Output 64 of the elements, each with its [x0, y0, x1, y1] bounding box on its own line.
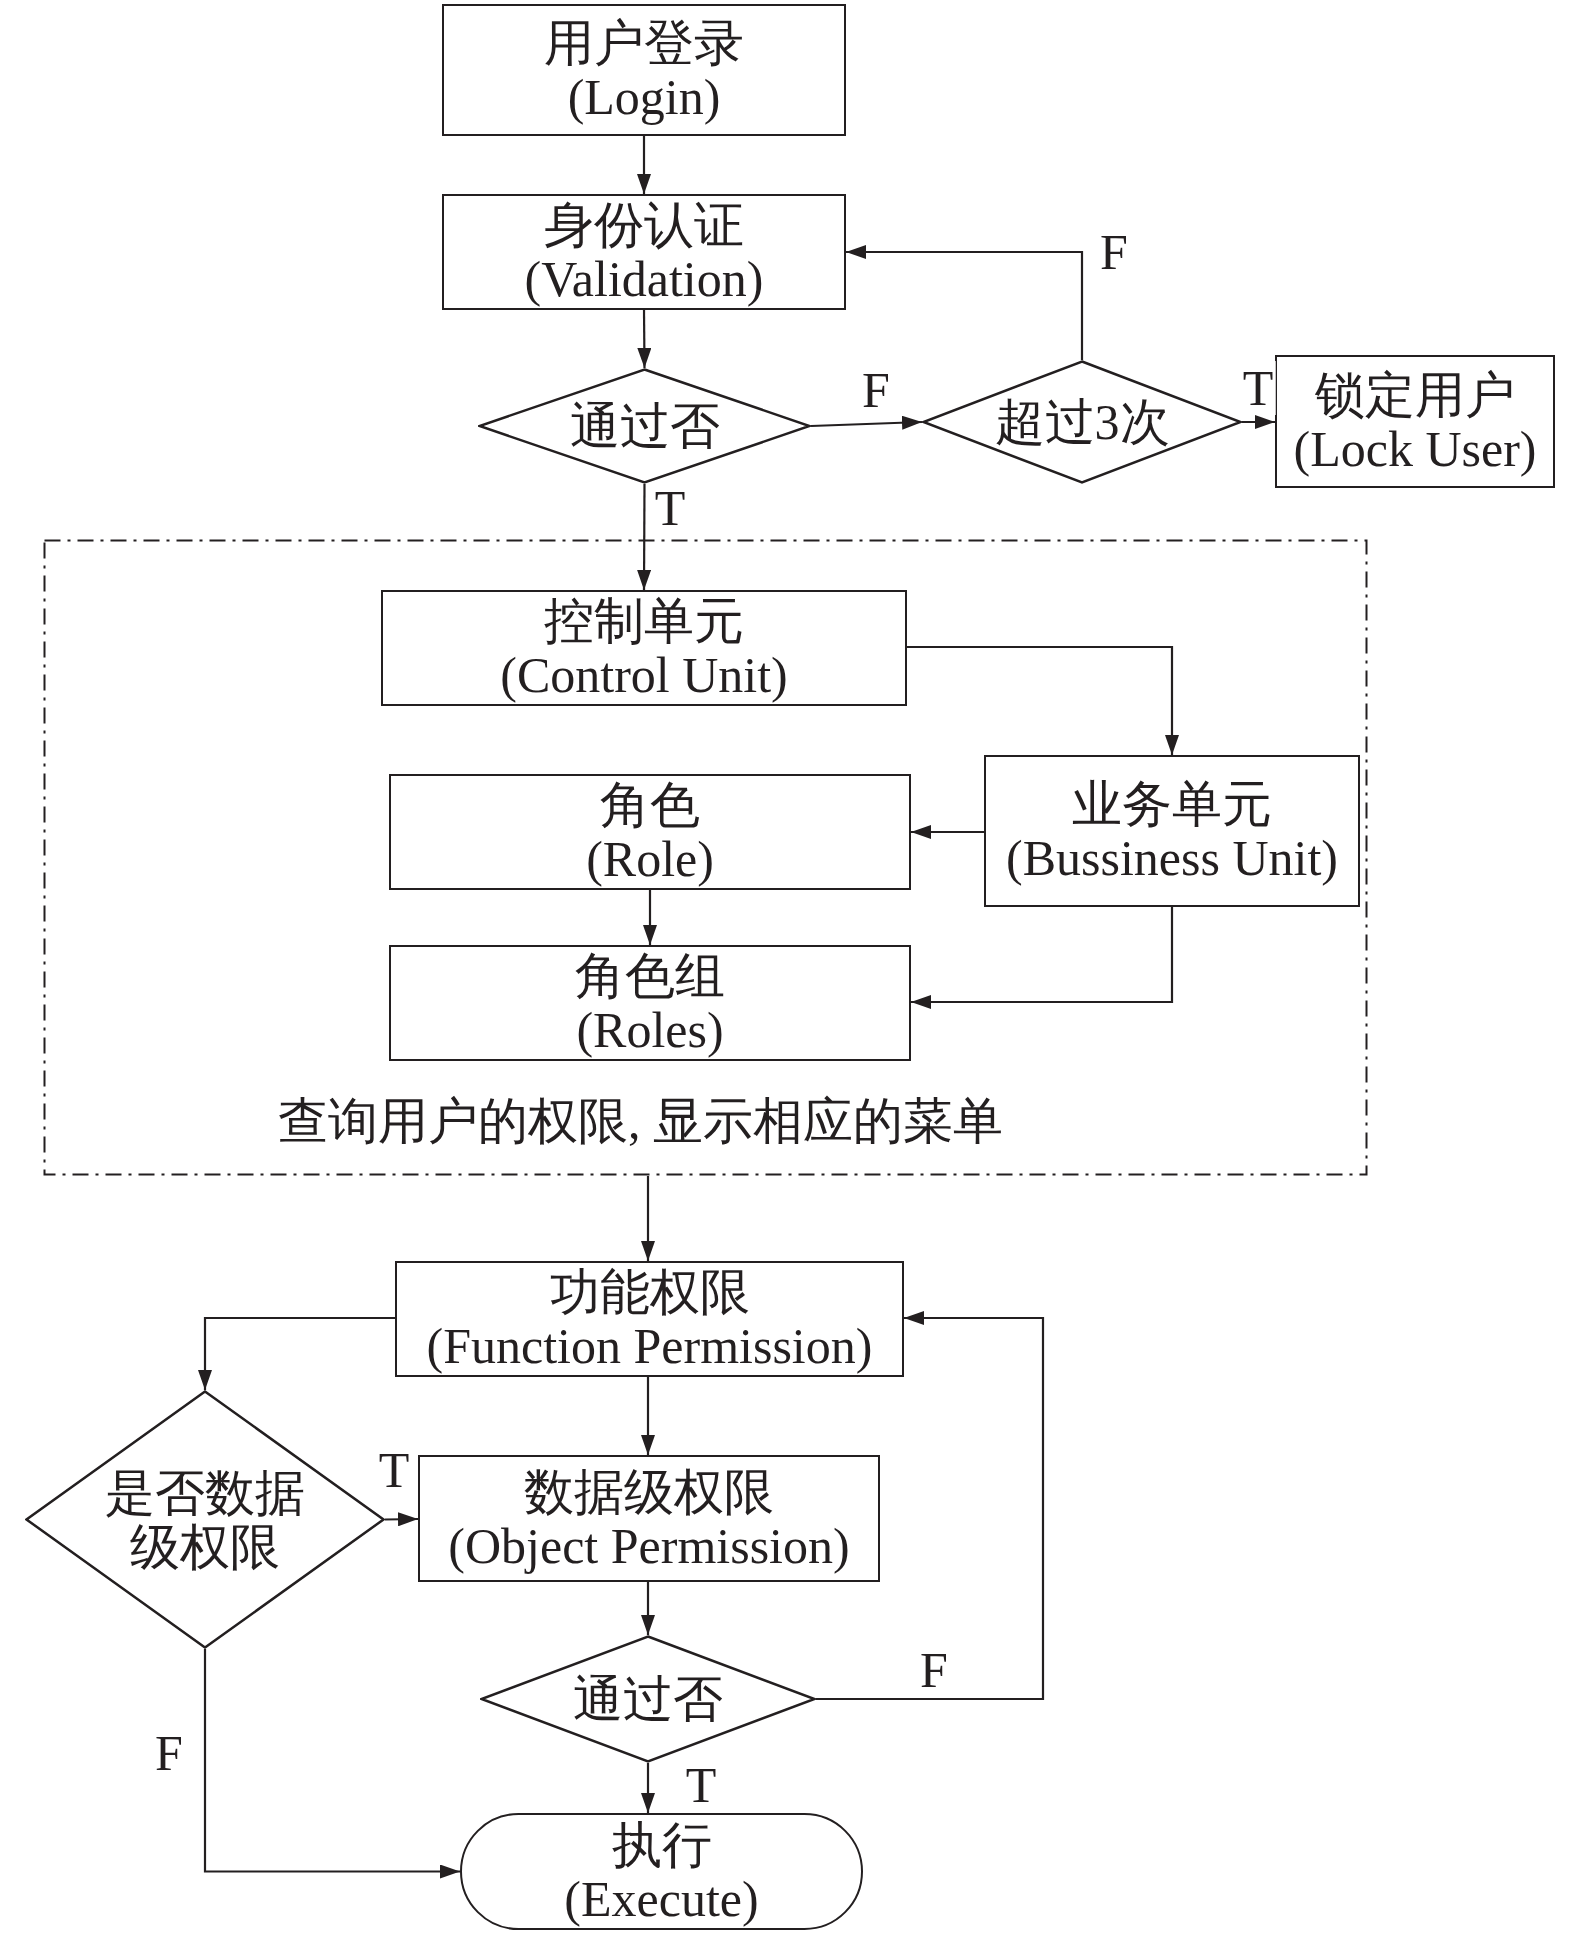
- edge-label: F: [920, 1643, 948, 1697]
- decision-diamond: [922, 360, 1242, 484]
- process-box: [418, 1455, 880, 1582]
- decision-text: 通过否: [569, 399, 720, 453]
- process-box: [395, 1261, 904, 1377]
- step-title: 业务单元: [1072, 777, 1272, 831]
- step-title: 角色: [600, 778, 700, 832]
- flow-arrow: [637, 484, 652, 590]
- edge-label: F: [1100, 225, 1128, 279]
- process-box: [381, 590, 907, 706]
- process-box: [984, 755, 1360, 907]
- flow-arrow: [198, 1316, 395, 1390]
- step-title: 执行: [611, 1817, 712, 1872]
- edge-label: F: [155, 1726, 183, 1780]
- flow-arrow: [641, 1763, 655, 1813]
- flow-arrow: [810, 415, 923, 430]
- step-subtitle: (Roles): [576, 1003, 724, 1057]
- flow-arrow: [907, 645, 1179, 755]
- step-title: 控制单元: [544, 594, 744, 648]
- step-title: 角色组: [575, 949, 725, 1003]
- region-caption: 查询用户的权限, 显示相应的菜单: [278, 1094, 1003, 1148]
- flow-arrow: [637, 136, 651, 194]
- process-box: [389, 774, 911, 890]
- edge-label: F: [862, 363, 890, 417]
- flow-arrow: [637, 310, 652, 368]
- flow-arrow: [641, 1176, 655, 1261]
- step-subtitle: (Validation): [524, 252, 764, 306]
- edge-label: T: [654, 481, 686, 535]
- process-box: [389, 945, 911, 1061]
- edge-label: T: [1242, 361, 1274, 415]
- flow-arrow: [911, 825, 984, 839]
- flow-arrow: [203, 1649, 460, 1879]
- decision-text: 超过3次: [994, 395, 1170, 449]
- decision-text: 通过否: [573, 1672, 723, 1726]
- step-subtitle: (Login): [567, 70, 721, 124]
- flow-arrow: [643, 890, 657, 945]
- step-title: 数据级权限: [524, 1464, 774, 1519]
- flow-arrow: [911, 907, 1174, 1009]
- step-subtitle: (Role): [586, 832, 714, 886]
- step-subtitle: (Function Permission): [426, 1319, 873, 1373]
- step-title: 功能权限: [549, 1265, 750, 1319]
- flow-arrow: [641, 1582, 655, 1635]
- step-subtitle: (Bussiness Unit): [1006, 831, 1338, 885]
- edge-label: T: [685, 1758, 717, 1812]
- flow-arrow: [385, 1512, 418, 1527]
- step-subtitle: (Execute): [564, 1871, 759, 1926]
- flow-arrow: [846, 245, 1084, 360]
- decision-diamond: [478, 368, 811, 484]
- step-subtitle: (Lock User): [1293, 421, 1537, 476]
- step-title: 身份认证: [544, 198, 744, 252]
- process-box: [442, 4, 846, 136]
- dashed-group-region: [43, 539, 1368, 1176]
- edge-label: T: [378, 1443, 410, 1497]
- step-subtitle: (Control Unit): [500, 648, 788, 702]
- flow-arrow: [1242, 415, 1275, 429]
- step-title: 用户登录: [544, 16, 744, 70]
- step-subtitle: (Object Permission): [448, 1518, 850, 1573]
- process-box: [1275, 355, 1555, 488]
- flow-arrow: [816, 1311, 1045, 1701]
- decision-text: 是否数据级权限: [104, 1465, 306, 1574]
- step-title: 锁定用户: [1315, 367, 1515, 422]
- decision-diamond: [480, 1635, 816, 1763]
- process-box: [442, 194, 846, 310]
- flow-arrow: [641, 1377, 655, 1455]
